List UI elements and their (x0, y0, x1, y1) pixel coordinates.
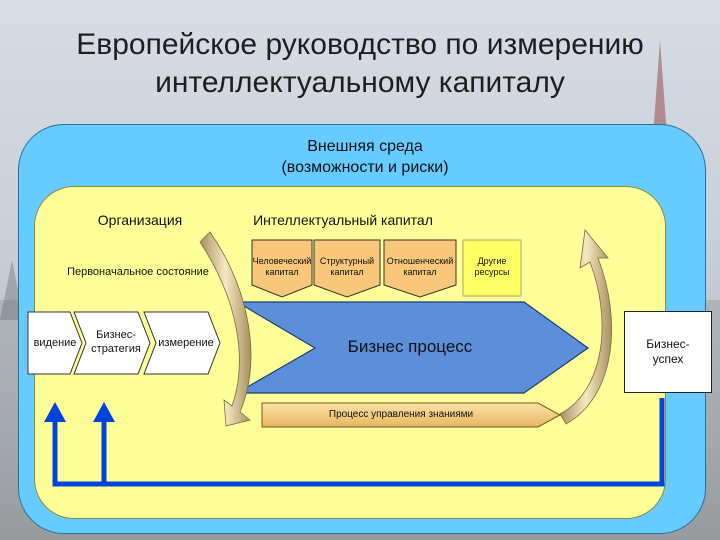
other-resources-label: Другие ресурсы (474, 256, 510, 277)
initial-state-label: Первоначальное состояние (67, 266, 209, 278)
measurement-label: измерение (158, 337, 214, 349)
business-success-box: Бизнес- успех (624, 311, 712, 393)
right-curved-arrow (559, 229, 612, 425)
relational-capital-box (383, 239, 457, 298)
external-environment-label: Внешняя среда (возможности и риски) (281, 138, 449, 176)
intellectual-capital-label: Интеллектуальный капитал (253, 212, 433, 228)
vision-label: видение (33, 337, 77, 349)
feedback-arrowhead-strategy (93, 402, 115, 422)
page-title: Европейское руководство по измерению инт… (76, 28, 644, 99)
organization-label: Организация (97, 212, 183, 228)
feedback-arrowhead-vision (44, 402, 66, 422)
strategy-label: Бизнес- стратегия (91, 329, 141, 355)
measurement-chevron (143, 311, 221, 375)
structural-capital-label: Структурный капитал (319, 256, 375, 277)
vision-chevron (27, 311, 83, 375)
human-capital-label: Человеческий капитал (252, 256, 312, 277)
feedback-arrow-line (52, 398, 665, 487)
relational-capital-label: Отношенческий капитал (386, 256, 454, 277)
other-resources-box (462, 239, 522, 297)
knowledge-process-arrow (261, 402, 562, 428)
human-capital-box (251, 239, 313, 298)
left-curved-arrow (199, 231, 252, 427)
business-process-label: Бизнес процесс (347, 337, 473, 356)
structural-capital-box (313, 239, 381, 298)
strategy-chevron (73, 311, 151, 375)
business-process-arrow (234, 301, 590, 394)
knowledge-process-label: Процесс управления знаниями (328, 409, 474, 420)
